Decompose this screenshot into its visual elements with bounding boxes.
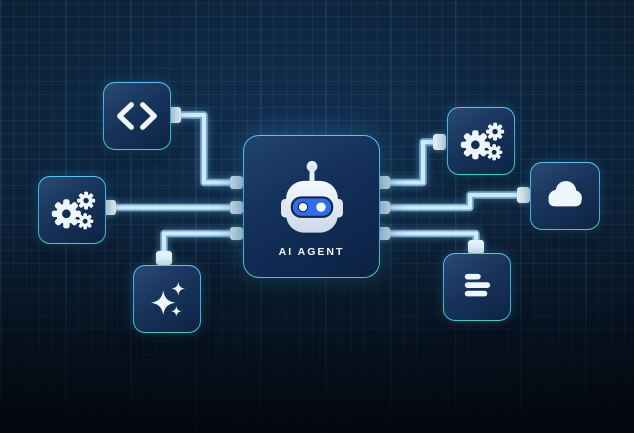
list-lines-icon xyxy=(464,273,491,297)
agent-pin-right-1 xyxy=(377,176,390,189)
robot-antenna-stem xyxy=(308,169,315,184)
gears-icon xyxy=(51,191,96,230)
agent-pins xyxy=(230,176,390,240)
node-sparkles xyxy=(133,265,201,333)
agent-pin-left-1 xyxy=(230,176,243,189)
wire-plugs xyxy=(103,107,530,265)
wire-agent-to-gears-right xyxy=(388,142,434,183)
robot-icon xyxy=(280,161,343,233)
agent-pin-left-3 xyxy=(230,227,243,240)
node-ai-agent: AI AGENT xyxy=(243,135,380,278)
plug-cloud xyxy=(517,187,530,203)
plug-gears-left xyxy=(103,200,116,215)
agent-pin-left-2 xyxy=(230,201,243,214)
code-icon xyxy=(117,102,157,130)
plug-list xyxy=(468,240,484,254)
agent-pin-right-2 xyxy=(377,201,390,214)
node-cloud xyxy=(530,162,600,230)
node-code xyxy=(103,82,171,150)
agent-label: AI AGENT xyxy=(278,246,345,258)
plug-sparkles xyxy=(156,251,172,265)
sparkles-icon xyxy=(151,281,185,317)
gears-icon xyxy=(460,122,505,161)
plug-gears-right xyxy=(433,134,446,150)
node-gears-right xyxy=(447,107,515,175)
wire-sparkles-to-agent xyxy=(164,234,232,253)
node-list xyxy=(443,253,511,321)
robot-antenna-ball xyxy=(306,161,317,172)
plug-code xyxy=(168,107,181,123)
cloud-icon xyxy=(548,180,582,207)
robot-eye-left xyxy=(297,201,308,213)
robot-eye-right xyxy=(315,202,326,212)
agent-pin-right-3 xyxy=(377,227,390,240)
node-gears-left xyxy=(38,176,106,244)
